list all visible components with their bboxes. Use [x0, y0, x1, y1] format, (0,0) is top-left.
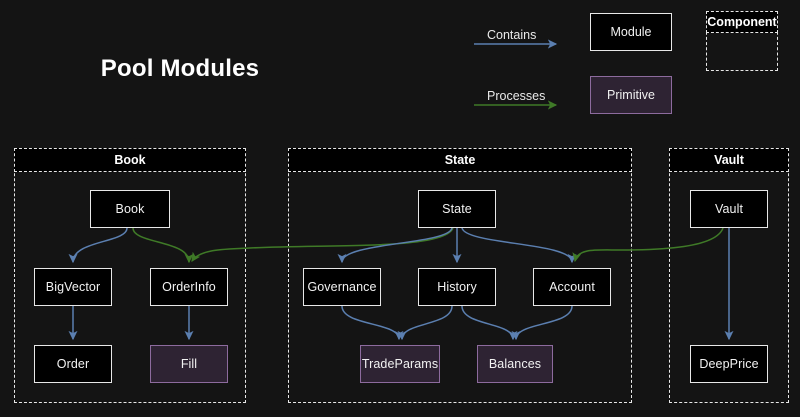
node-fill[interactable]: Fill	[150, 345, 228, 383]
legend-processes-label: Processes	[487, 89, 546, 103]
node-vault[interactable]: Vault	[690, 190, 768, 228]
node-governance[interactable]: Governance	[303, 268, 381, 306]
cluster-vault-label: Vault	[669, 148, 789, 172]
node-state[interactable]: State	[418, 190, 496, 228]
node-book[interactable]: Book	[90, 190, 170, 228]
legend-primitive-box: Primitive	[590, 76, 672, 114]
node-order[interactable]: Order	[34, 345, 112, 383]
cluster-book-label: Book	[14, 148, 246, 172]
node-tradeparams[interactable]: TradeParams	[360, 345, 440, 383]
node-balances[interactable]: Balances	[477, 345, 553, 383]
page-title: Pool Modules	[100, 55, 260, 82]
legend-component-label: Component	[706, 11, 778, 33]
node-account[interactable]: Account	[533, 268, 611, 306]
node-history[interactable]: History	[418, 268, 496, 306]
legend-contains-label: Contains	[487, 28, 537, 42]
node-deepprice[interactable]: DeepPrice	[690, 345, 768, 383]
node-bigvector[interactable]: BigVector	[34, 268, 112, 306]
node-orderinfo[interactable]: OrderInfo	[150, 268, 228, 306]
cluster-state-label: State	[288, 148, 632, 172]
legend-module-box: Module	[590, 13, 672, 51]
